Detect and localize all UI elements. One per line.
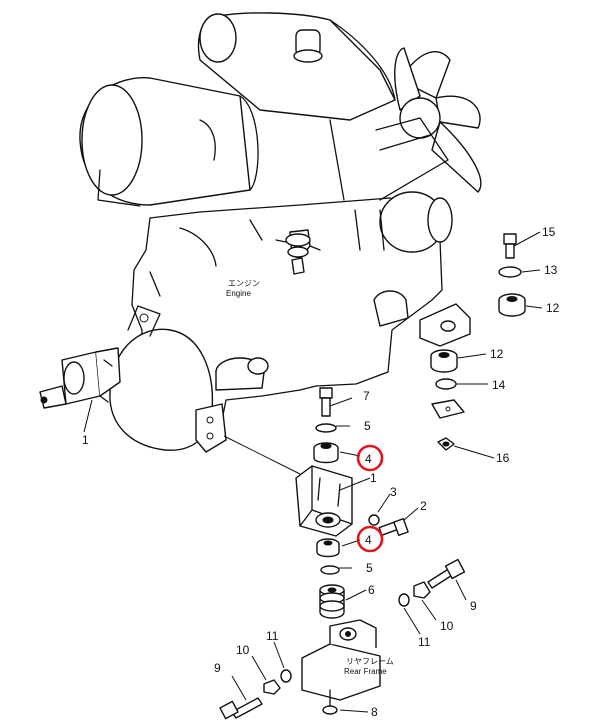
callout-8: 8 — [371, 705, 378, 719]
callout-15: 15 — [542, 225, 556, 239]
cooling-fan — [394, 47, 482, 193]
engine-assembly — [39, 12, 482, 453]
callout-5-upper: 5 — [364, 419, 371, 433]
cushion-12-upper — [498, 293, 526, 317]
callout-9-left: 9 — [214, 661, 221, 675]
flywheel-housing — [109, 305, 227, 453]
cushion-4-upper — [313, 442, 339, 464]
bolt-15 — [503, 233, 517, 259]
callout-10-right: 10 — [440, 619, 454, 633]
callout-2: 2 — [420, 499, 427, 513]
engine-label-en: Engine — [226, 289, 251, 298]
callout-12-upper: 12 — [546, 301, 560, 315]
washer-5-lower — [320, 565, 340, 575]
callout-numbers: 1 1 2 3 4 4 5 5 6 7 8 9 9 10 10 11 11 12… — [82, 225, 560, 719]
right-engine-foot — [373, 290, 471, 347]
callout-6: 6 — [368, 583, 375, 597]
callout-16: 16 — [496, 451, 510, 465]
callout-10-left: 10 — [236, 643, 250, 657]
shim-stack-6 — [319, 584, 345, 619]
callout-9-right: 9 — [470, 599, 477, 613]
bolt-9-left — [219, 697, 263, 720]
rear-frame-label-en: Rear Frame — [344, 667, 387, 676]
highlight-circle-upper — [356, 444, 384, 472]
callout-1-bracket: 1 — [370, 471, 377, 485]
leader-lines — [83, 231, 543, 713]
nut-10-left — [263, 679, 281, 695]
nut-16 — [437, 437, 455, 451]
engine-label-jp: エンジン — [228, 279, 260, 288]
washer-11-left — [280, 669, 292, 683]
nut-10-right — [413, 581, 431, 599]
mount-bracket-1 — [295, 465, 353, 537]
cushion-4-lower — [316, 538, 340, 558]
air-cleaner — [79, 77, 259, 207]
cushion-12-lower — [430, 349, 458, 373]
mount-plate — [431, 399, 465, 419]
muffler — [197, 12, 396, 121]
bolt-9-right — [427, 558, 466, 589]
alternator — [379, 191, 453, 253]
starter-motor — [215, 357, 269, 391]
callout-5-lower: 5 — [366, 561, 373, 575]
callout-11-left: 11 — [266, 629, 279, 643]
rear-frame-bracket — [301, 619, 381, 715]
callout-4-upper: 4 — [365, 452, 372, 466]
bolt-2 — [378, 518, 409, 536]
callout-11-right: 11 — [418, 635, 431, 649]
callout-1-left: 1 — [82, 433, 89, 447]
highlight-circle-lower — [356, 525, 384, 553]
rear-frame-label-jp: リヤフレーム — [346, 657, 394, 666]
block-sensor — [275, 229, 321, 275]
callout-4-lower: 4 — [365, 533, 372, 547]
callout-13: 13 — [544, 263, 558, 277]
washer-11-right — [398, 593, 410, 607]
center-mount-stack — [219, 387, 466, 720]
callout-12-lower: 12 — [490, 347, 504, 361]
callout-3: 3 — [390, 485, 397, 499]
left-solenoid — [39, 347, 121, 409]
washer-14 — [435, 378, 457, 390]
washer-13 — [498, 266, 522, 278]
washer-5-upper — [315, 423, 337, 433]
callout-14: 14 — [492, 378, 506, 392]
washer-3 — [368, 514, 380, 526]
right-mount-stack — [430, 233, 526, 451]
bolt-7 — [319, 387, 333, 417]
callout-7: 7 — [363, 389, 370, 403]
